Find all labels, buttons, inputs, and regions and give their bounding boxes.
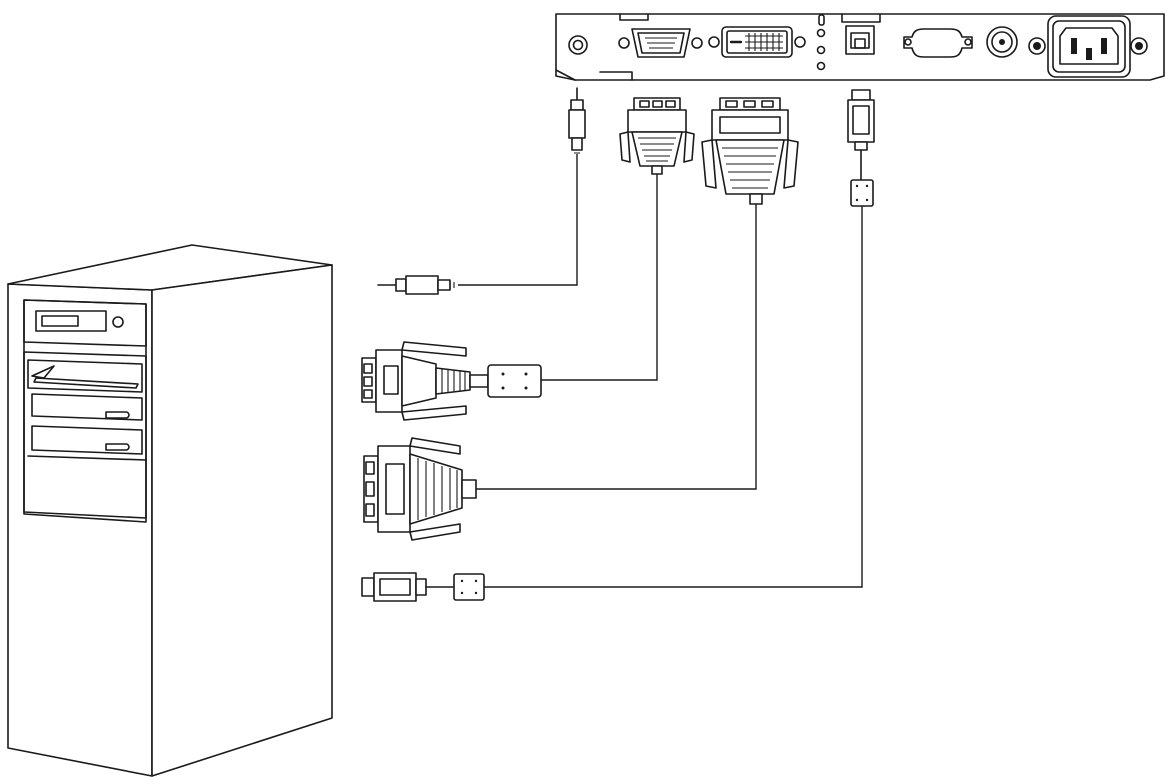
usb-cable: [484, 206, 863, 588]
audio-jack-port-icon: [568, 35, 588, 55]
status-led-icon: [816, 14, 826, 71]
usb-connector-icon: [847, 89, 875, 207]
audio-plug-icon: [377, 275, 455, 295]
monitor-rear-panel: [555, 13, 1165, 81]
audio-plug-icon: [568, 87, 586, 154]
vga-connector-icon: [619, 97, 695, 175]
vga-connector-icon: [361, 341, 542, 421]
coax-port-icon: [986, 26, 1018, 58]
dvi-cable: [476, 204, 757, 490]
vga-cable: [541, 174, 658, 381]
dvi-connector-icon: [701, 97, 799, 205]
vga-port-icon: [618, 28, 703, 58]
usb-b-port-icon: [845, 25, 875, 55]
serial-port-icon: [903, 28, 973, 58]
ac-inlet-icon: [1028, 15, 1148, 78]
usb-connector-icon: [361, 572, 485, 602]
dvi-port-icon: [708, 26, 806, 58]
desktop-tower-icon: [7, 244, 333, 777]
dvi-connector-icon: [363, 437, 477, 541]
audio-cable: [458, 154, 578, 286]
